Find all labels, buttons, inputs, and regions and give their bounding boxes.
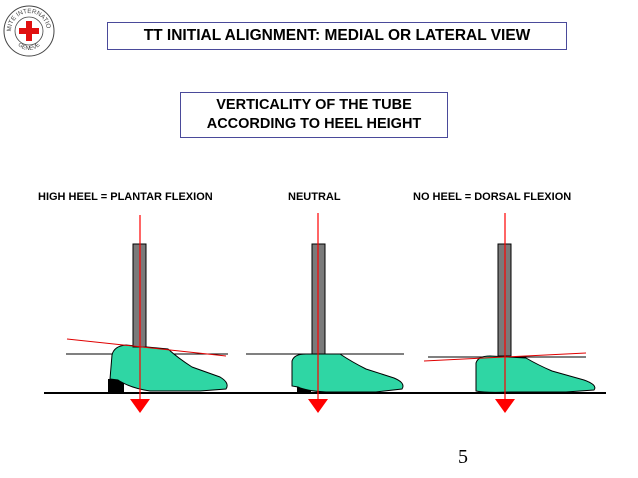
red-cross-emblem-icon: COMITE INTERNATIONAL GENEVE xyxy=(2,4,55,57)
tilted-foot-axis-line xyxy=(66,338,227,357)
foot-shape xyxy=(291,353,404,393)
label-neutral: NEUTRAL xyxy=(288,191,341,203)
panel-no-heel xyxy=(423,213,596,413)
down-arrow-icon xyxy=(495,399,515,413)
label-high-heel: HIGH HEEL = PLANTAR FLEXION xyxy=(38,191,213,203)
page-title-text: TT INITIAL ALIGNMENT: MEDIAL OR LATERAL … xyxy=(143,27,531,44)
panel-high-heel xyxy=(66,215,228,413)
down-arrow-icon xyxy=(130,399,150,413)
heel-block xyxy=(108,379,124,392)
page-title: TT INITIAL ALIGNMENT: MEDIAL OR LATERAL … xyxy=(107,22,567,50)
down-arrow-icon xyxy=(308,399,328,413)
panel-neutral xyxy=(246,213,404,413)
subtitle-line-2: ACCORDING TO HEEL HEIGHT xyxy=(206,116,422,132)
subtitle-box: VERTICALITY OF THE TUBE ACCORDING TO HEE… xyxy=(180,92,448,138)
foot-shape xyxy=(475,355,596,393)
label-no-heel: NO HEEL = DORSAL FLEXION xyxy=(413,191,572,203)
page-number: 5 xyxy=(458,446,468,468)
subtitle-line-1: VERTICALITY OF THE TUBE xyxy=(216,97,412,113)
foot-shape xyxy=(109,344,228,392)
logo-text-bottom: GENEVE xyxy=(16,42,41,52)
